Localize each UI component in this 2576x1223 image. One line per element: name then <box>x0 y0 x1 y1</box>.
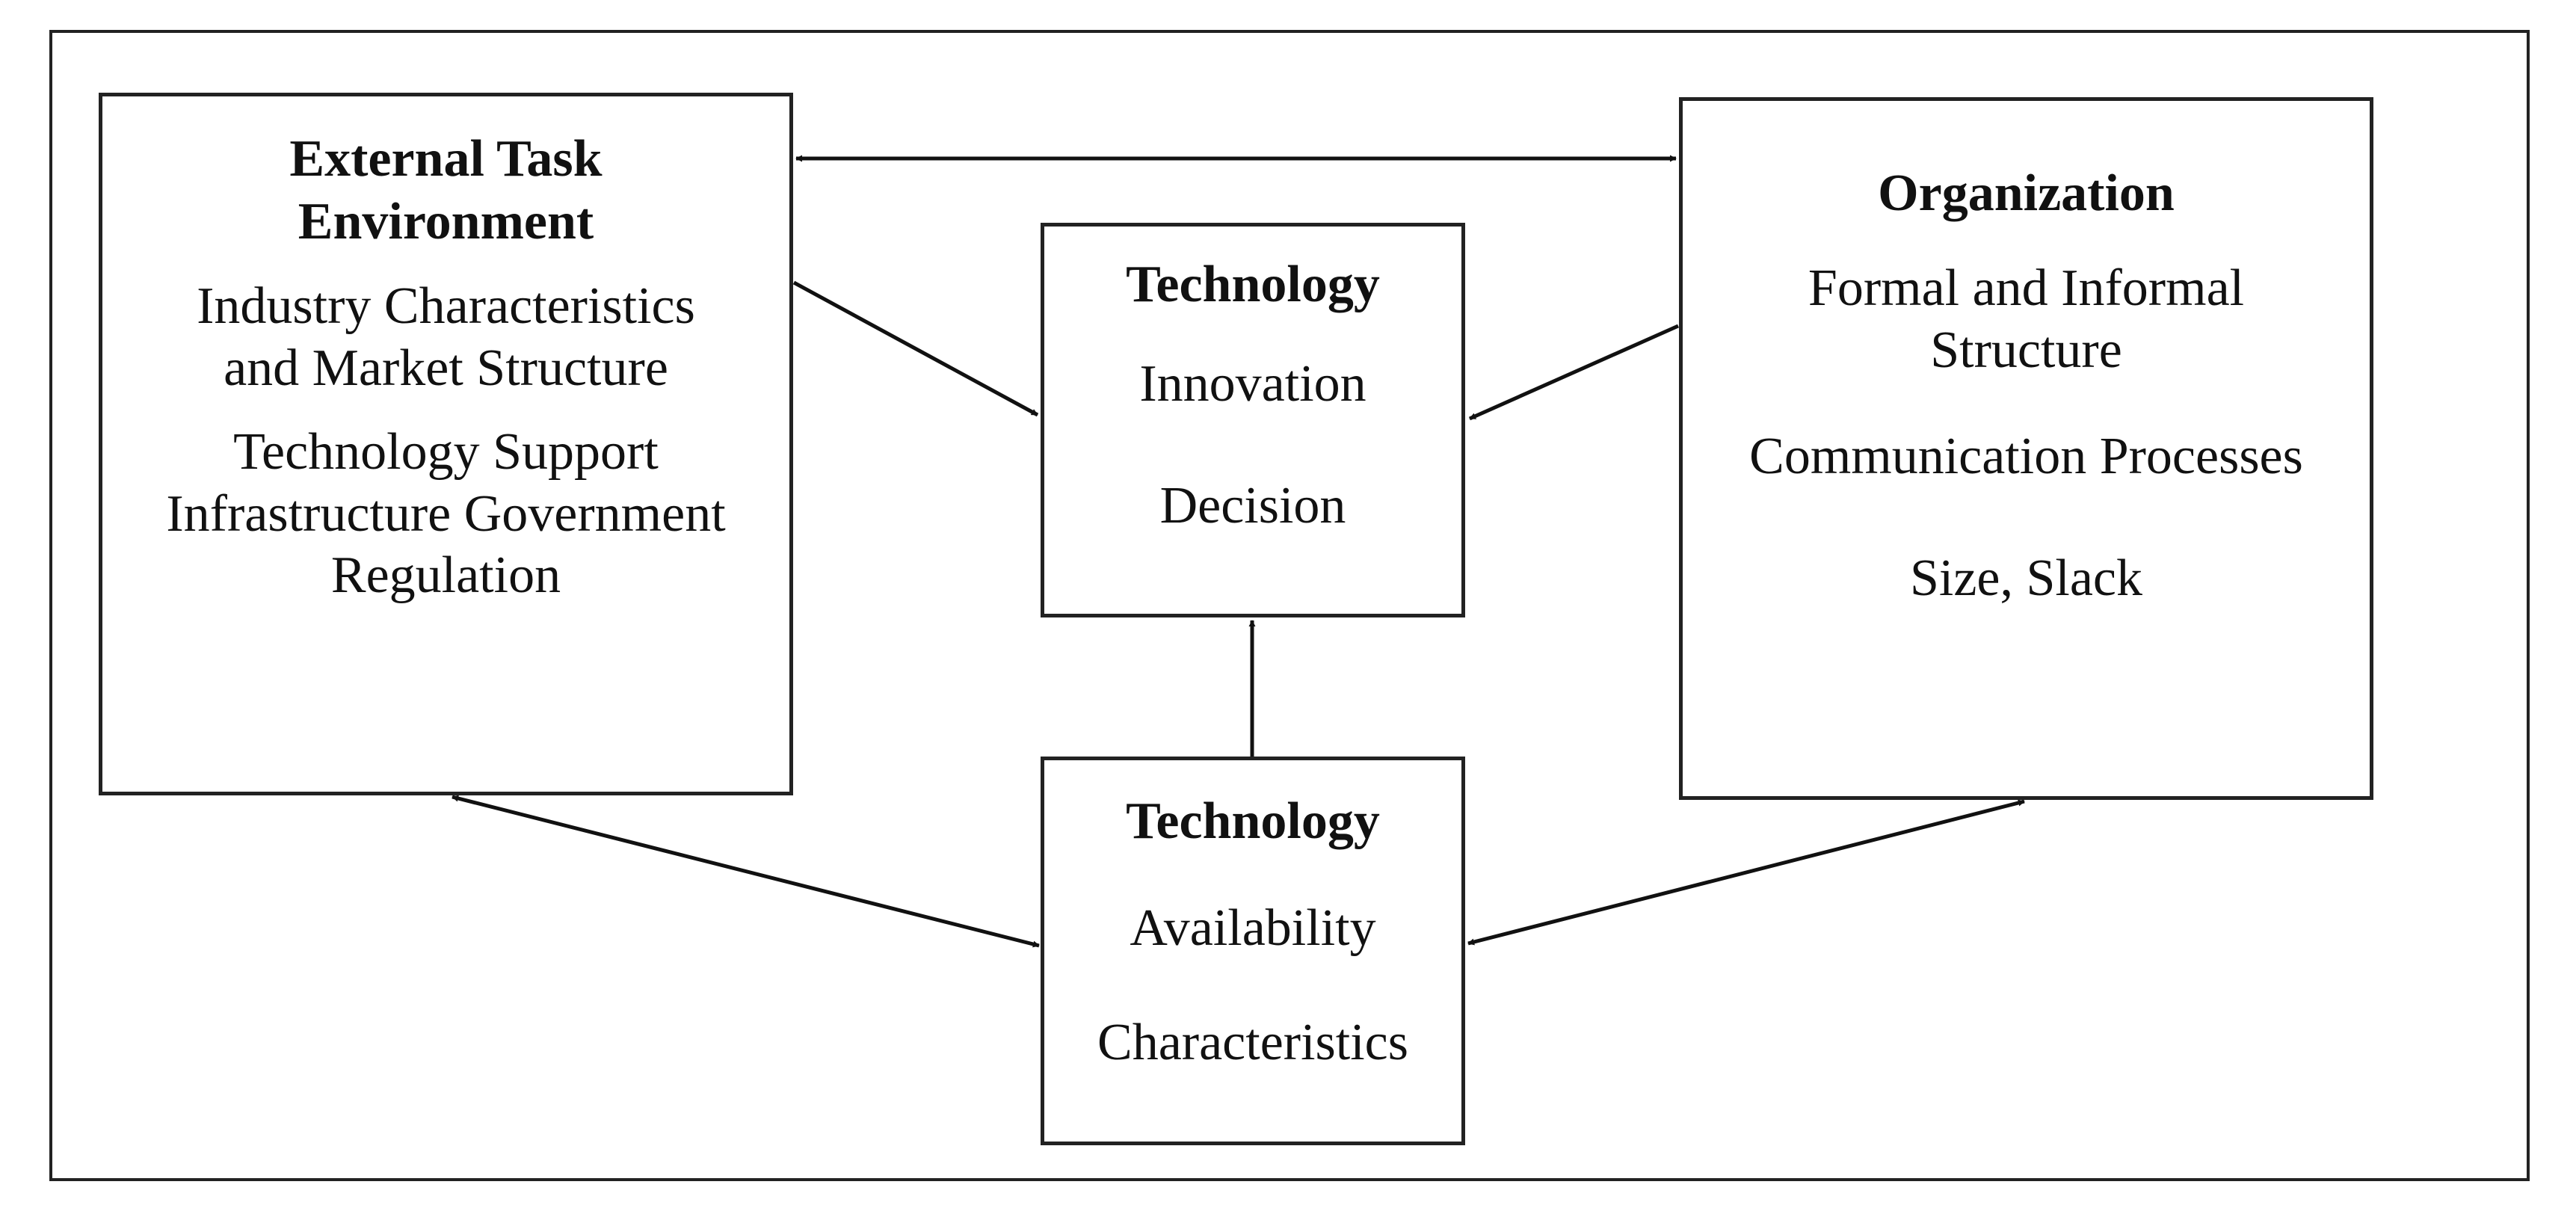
technology-adoption-title: Technology <box>1126 256 1380 313</box>
arrow-organization-availability <box>1467 799 2025 946</box>
technology-availability-item1: Availability <box>1130 899 1376 957</box>
technology-availability-title: Technology <box>1126 792 1380 850</box>
external-item1-line1: Industry Characteristics <box>197 277 695 335</box>
organization-box: Organization Formal and Informal Structu… <box>1679 97 2373 800</box>
external-title-line1: External Task <box>289 130 603 188</box>
external-item1-line2: and Market Structure <box>224 339 668 397</box>
external-item2-line1: Technology Support <box>233 423 659 481</box>
organization-item3: Size, Slack <box>1909 549 2143 607</box>
external-item2-line2: Infrastructure Government <box>166 484 726 543</box>
organization-title: Organization <box>1878 164 2175 222</box>
technology-adoption-item2: Decision <box>1159 476 1346 535</box>
technology-innovation-decision-box: Technology Innovation Decision <box>1041 223 1465 617</box>
external-title-line2: Environment <box>298 193 594 250</box>
technology-adoption-item1: Innovation <box>1139 355 1366 413</box>
diagram-frame <box>49 30 2530 1181</box>
external-task-environment-box: External Task Environment Industry Chara… <box>99 93 793 795</box>
arrow-external-availability <box>452 795 1040 948</box>
organization-item1-line2: Structure <box>1930 321 2122 379</box>
organization-item1-line1: Formal and Informal <box>1808 259 2245 317</box>
organization-item2: Communication Processes <box>1749 428 2303 486</box>
arrow-external-to-innovation <box>792 280 1039 417</box>
technology-availability-item2: Characteristics <box>1097 1013 1408 1071</box>
arrow-organization-to-innovation <box>1468 324 1680 421</box>
external-item2-line3: Regulation <box>330 546 561 605</box>
technology-availability-box: Technology Availability Characteristics <box>1041 757 1465 1145</box>
